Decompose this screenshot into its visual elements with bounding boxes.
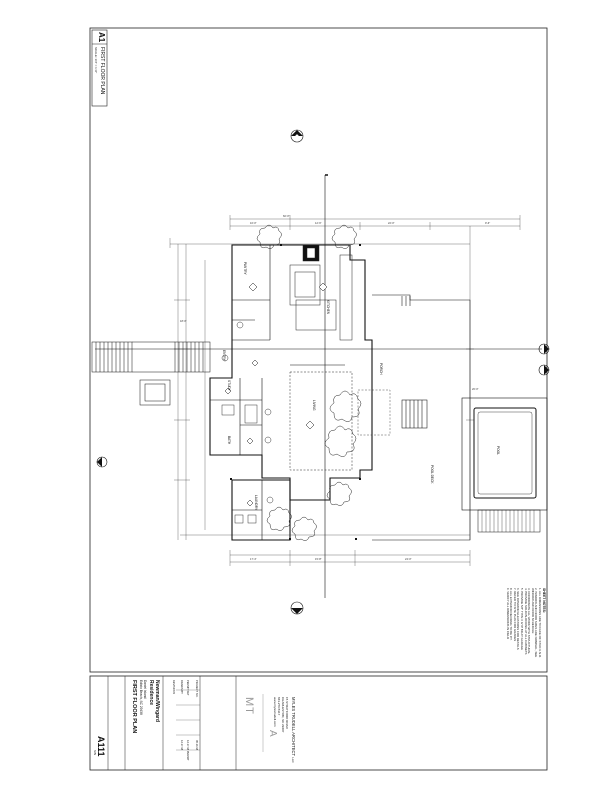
dim-bot2: 15'-8" (315, 557, 322, 561)
firm-logo-right: A (267, 730, 278, 737)
exterior-walls (209, 244, 373, 541)
room-label-living: LIVING (312, 400, 316, 411)
view-scale: SCALE: 1/4" = 1'-0" (94, 47, 98, 74)
project-name-2: Residence (148, 680, 154, 706)
room-label-porch: PORCH (379, 363, 383, 375)
dim-top: 60'-0" (283, 214, 290, 218)
bath-fixtures (221, 321, 274, 524)
north-arrow-icon (290, 129, 304, 143)
rug-area (289, 371, 353, 471)
entry-stairs (91, 341, 211, 406)
note-item: 9. VERIFY ALL DIMENSIONS IN FIELD (505, 588, 510, 640)
dimension-labels: 60'-0" 16'-0" 12'-6" 22'-0" 9'-6" 17'-4"… (180, 214, 490, 561)
firm-suffix: LLC (291, 757, 295, 763)
dimension-lines-left (174, 244, 206, 540)
section-marker-left-icon (96, 456, 108, 468)
firm-phone: 843.276.5317 (277, 697, 281, 716)
dim-right: 20'-0" (472, 387, 479, 391)
section-marker-right-icon (538, 343, 550, 376)
view-title: FIRST FLOOR PLAN (99, 47, 105, 95)
dim-c: 22'-0" (388, 221, 395, 225)
firm-address-1: 15 STRATFORD ROAD (285, 697, 289, 729)
firm-name-text: MYLES TRUDELL ARCHITECT (291, 697, 296, 757)
pool (461, 397, 548, 533)
dimension-lines-bottom (180, 534, 471, 566)
view-id: A1 (97, 32, 106, 43)
drawing-border (89, 27, 548, 673)
firm-name: MYLES TRUDELL ARCHITECT LLC (291, 697, 296, 763)
dim-a: 16'-0" (250, 221, 257, 225)
tb-label-1: PROJECT NO. (195, 680, 198, 698)
room-label-study: STUDY (227, 380, 231, 391)
sheet-title: FIRST FLOOR PLAN (131, 680, 137, 734)
tb-date-3: 12.17.18 (180, 740, 183, 751)
title-block-border (89, 675, 548, 771)
kitchen-casework (289, 244, 353, 341)
landscape-trees (256, 224, 362, 541)
tb-date-1: 06.14.18 (195, 740, 198, 751)
dim-left: 18'-0" (180, 319, 187, 323)
room-label-pool-deck: POOL DECK (430, 465, 434, 484)
sheet-number: A111 (96, 736, 106, 757)
room-tags (224, 282, 328, 507)
firm-address-2: CHARLESTON, SC 29407 (281, 697, 285, 733)
notes-title: SHEET NOTES: (542, 588, 546, 614)
notes-list: 1. ALL DIMENSIONS ARE TO FACE OF STUD U.… (505, 588, 542, 658)
tb-label-2: PERMIT SET (186, 680, 189, 696)
dim-bot1: 17'-4" (250, 557, 257, 561)
room-label-entry: ENTRY (222, 350, 226, 361)
dimension-lines-top (169, 215, 521, 300)
view-id-box (91, 29, 108, 107)
interior-walls (210, 245, 345, 540)
column-markers (230, 244, 361, 540)
firm-website: www.mylestrudell.com (273, 697, 277, 727)
room-label-pool: POOL (496, 446, 500, 455)
tb-date-2: 12.17.18 PERMIT (186, 740, 189, 761)
porch-deck (372, 294, 471, 541)
section-marker-icon (290, 601, 304, 615)
room-label-laundry: LAUNDRY (254, 495, 258, 511)
dim-bot3: 24'-0" (405, 557, 412, 561)
room-label-kitchen: KITCHEN (326, 300, 330, 314)
firm-logo-left: MT (243, 697, 255, 715)
project-address-2: Edisto Beach, SC 29438 (139, 680, 143, 715)
tb-label-3: DRAWN BY (180, 680, 183, 694)
dim-b: 12'-6" (315, 221, 322, 225)
project-address-1: Daniel Island (143, 680, 147, 699)
tb-label-4: REVISIONS (172, 680, 175, 695)
room-label-pantry: PANTRY (243, 262, 247, 275)
room-label-bath: BATH (227, 436, 231, 445)
dim-d: 9'-6" (485, 221, 490, 225)
sheet-sub: S/N (93, 750, 97, 756)
project-name: Newman/Wingard (154, 680, 160, 722)
